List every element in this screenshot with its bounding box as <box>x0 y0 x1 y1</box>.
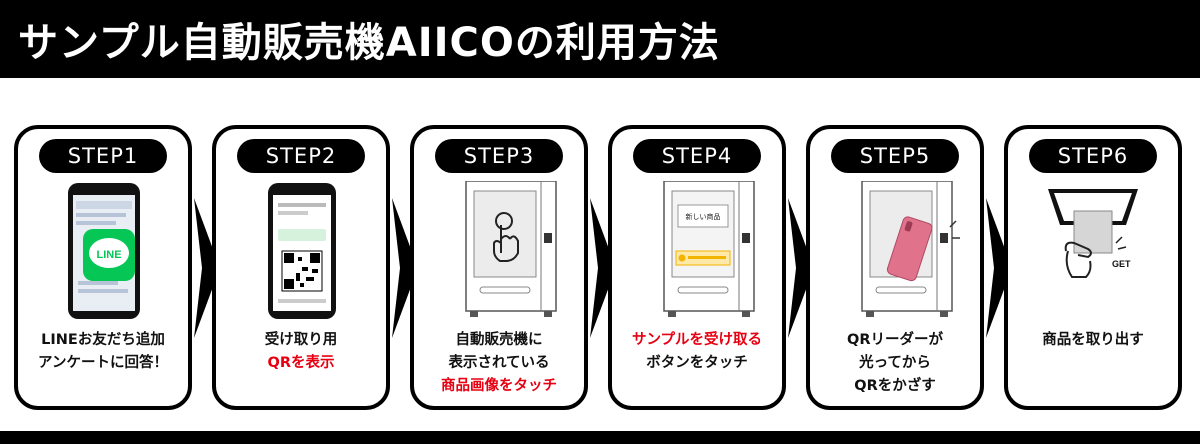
desc-line: QRリーダーが <box>847 332 943 348</box>
vending-button-illustration: 新しい商品 <box>663 181 755 317</box>
step-label: STEP6 <box>1029 139 1157 173</box>
step-card-6: STEP6 GET 商品を取り出す <box>1004 125 1182 410</box>
step-card-5: STEP5 QRリーダーが 光ってから QRをかざす <box>806 125 984 410</box>
desc-line: QRをかざす <box>854 378 936 394</box>
step-card-3: STEP3 自動販売機に 表示されている 商品画像をタッチ <box>410 125 588 410</box>
vending-touch-illustration <box>465 181 557 317</box>
step-description: 商品を取り出す <box>1008 329 1178 352</box>
step-card-1: STEP1 LINE LINEお友だち追加 アンケートに回答！ <box>14 125 192 410</box>
step-description: 受け取り用 QRを表示 <box>216 329 386 375</box>
step-label: STEP1 <box>39 139 167 173</box>
svg-text:LINE: LINE <box>96 249 121 261</box>
phone-line-illustration: LINE <box>68 183 140 319</box>
chevron-right-icon <box>986 198 1012 338</box>
step-label: STEP4 <box>633 139 761 173</box>
desc-line: 商品を取り出す <box>1042 332 1144 348</box>
hand-icon <box>1064 241 1092 278</box>
svg-text:GET: GET <box>1112 259 1131 269</box>
desc-line: 光ってから <box>859 355 931 371</box>
desc-line: 自動販売機に <box>455 332 543 348</box>
desc-line-highlight: サンプルを受け取る <box>631 332 763 348</box>
chevron-right-icon <box>788 198 814 338</box>
desc-line: 受け取り用 <box>264 332 338 348</box>
step-description: 自動販売機に 表示されている 商品画像をタッチ <box>414 329 584 398</box>
step-card-2: STEP2 受け取り用 QRを表示 <box>212 125 390 410</box>
desc-line: ボタンをタッチ <box>646 355 748 371</box>
title-bar: サンプル自動販売機AIICOの利用方法 <box>0 0 1200 78</box>
desc-line: LINEお友だち追加 <box>41 332 165 348</box>
touch-hand-icon <box>493 212 519 262</box>
desc-line-highlight: QRを表示 <box>267 355 335 371</box>
phone-qr-illustration <box>268 183 336 319</box>
chevron-right-icon <box>392 198 418 338</box>
step-description: サンプルを受け取る ボタンをタッチ <box>612 329 782 375</box>
step-card-4: STEP4 新しい商品 サンプルを受け取る ボタンをタッチ <box>608 125 786 410</box>
product-box-icon <box>1073 210 1113 254</box>
take-product-illustration: GET <box>1048 189 1138 278</box>
smartphone-icon <box>886 216 933 282</box>
desc-line-highlight: 商品画像をタッチ <box>441 378 557 394</box>
step-description: LINEお友だち追加 アンケートに回答！ <box>18 329 188 375</box>
chevron-right-icon <box>194 198 220 338</box>
svg-text:新しい商品: 新しい商品 <box>686 212 721 221</box>
chevron-right-icon <box>590 198 616 338</box>
vending-qr-scan-illustration <box>861 181 960 317</box>
desc-line: 表示されている <box>448 355 550 371</box>
step-description: QRリーダーが 光ってから QRをかざす <box>810 329 980 398</box>
step-label: STEP2 <box>237 139 365 173</box>
step-label: STEP5 <box>831 139 959 173</box>
page-title: サンプル自動販売機AIICOの利用方法 <box>18 20 720 66</box>
desc-line: アンケートに回答！ <box>38 355 168 371</box>
qr-code-icon <box>281 250 323 292</box>
step-label: STEP3 <box>435 139 563 173</box>
qr-reader-icon <box>940 233 948 243</box>
